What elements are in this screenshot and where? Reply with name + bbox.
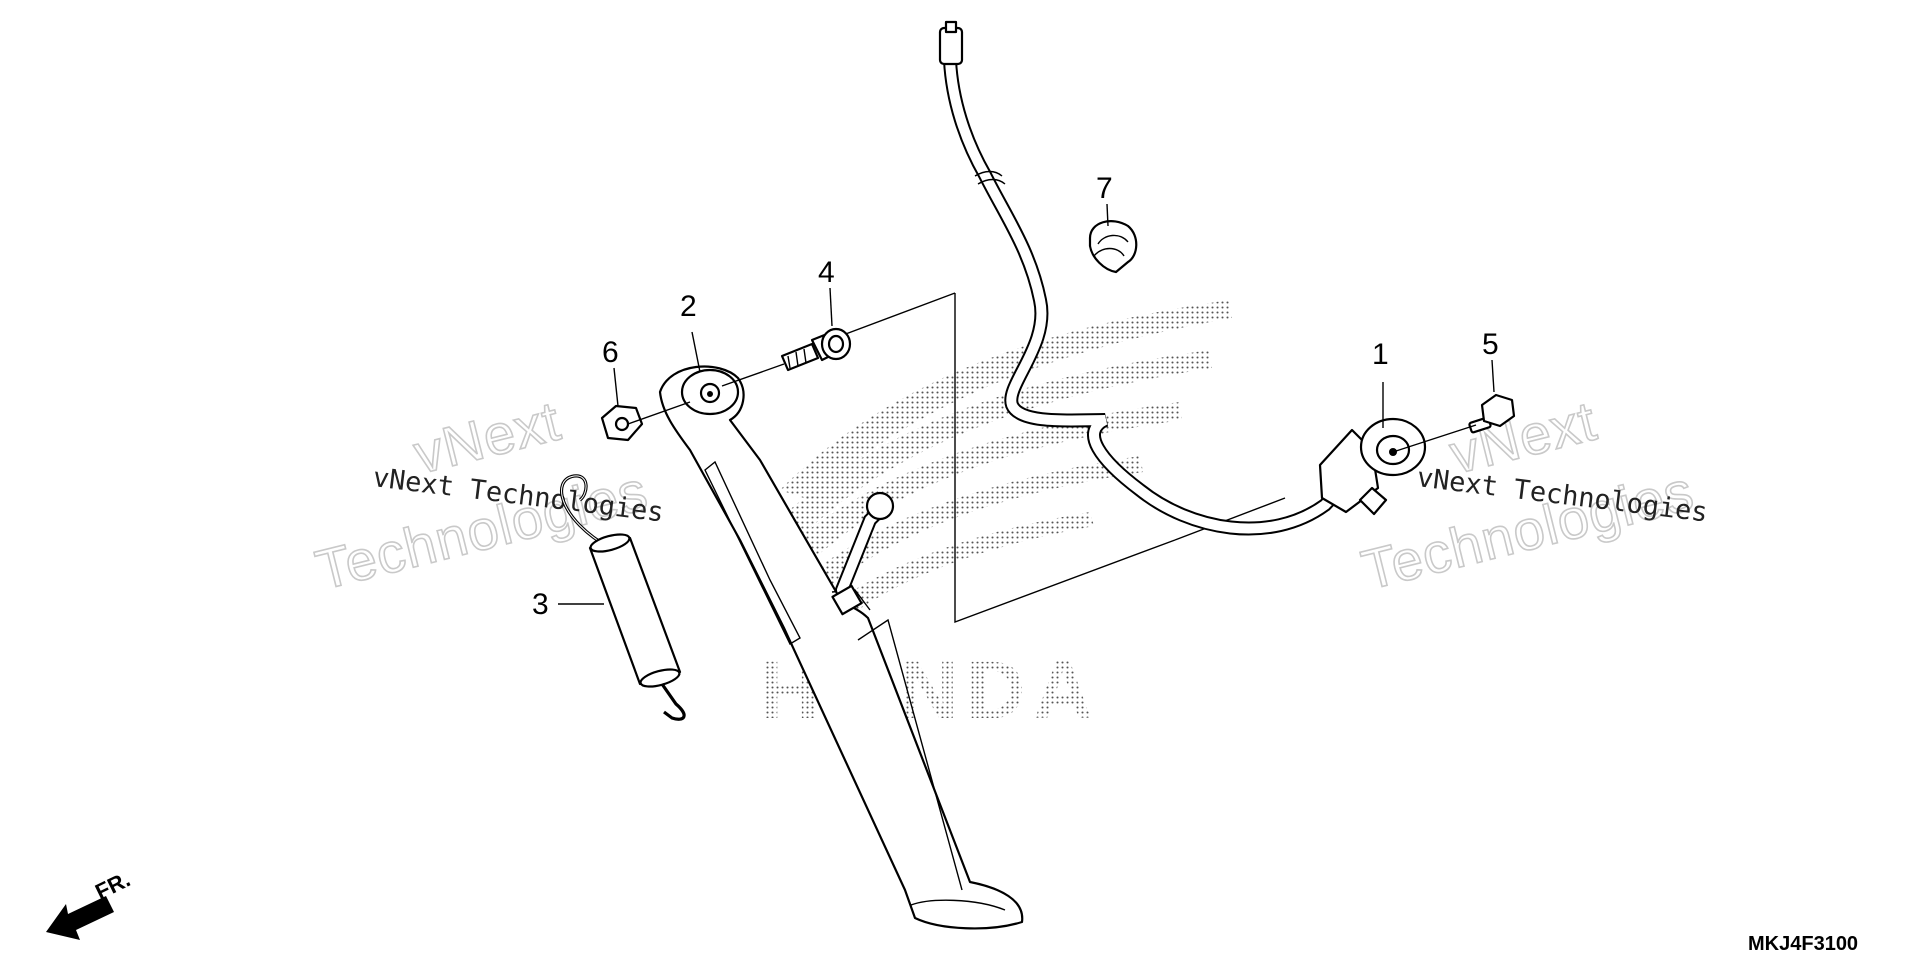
switch-wire bbox=[943, 53, 1357, 536]
pivot-bolt bbox=[721, 327, 852, 387]
diagram-code: MKJ4F3100 bbox=[1748, 933, 1858, 955]
callout-1: 1 bbox=[1372, 338, 1389, 371]
wire-clamp bbox=[1088, 220, 1138, 274]
spring-coil bbox=[588, 536, 682, 686]
side-stand bbox=[658, 365, 1024, 930]
front-label: FR. bbox=[91, 866, 134, 904]
switch-bolt bbox=[1392, 393, 1516, 453]
side-stand-switch bbox=[938, 20, 1427, 536]
stand-spring bbox=[559, 474, 686, 721]
wire-connector bbox=[938, 26, 964, 66]
watermark-right: vNext Technologies vNext Technologies bbox=[1355, 388, 1709, 603]
callout-3: 3 bbox=[532, 588, 549, 621]
assembly-frame-lines bbox=[834, 292, 1286, 624]
front-arrow-icon bbox=[46, 896, 114, 940]
callout-2: 2 bbox=[680, 290, 697, 323]
callout-leaders bbox=[558, 203, 1495, 605]
callout-6: 6 bbox=[602, 336, 619, 369]
callout-7: 7 bbox=[1096, 172, 1113, 205]
stand-leg bbox=[658, 365, 1024, 930]
pivot-nut bbox=[600, 401, 691, 442]
callout-4: 4 bbox=[818, 256, 835, 289]
callout-5: 5 bbox=[1482, 328, 1499, 361]
front-direction-indicator: FR. bbox=[46, 866, 134, 940]
